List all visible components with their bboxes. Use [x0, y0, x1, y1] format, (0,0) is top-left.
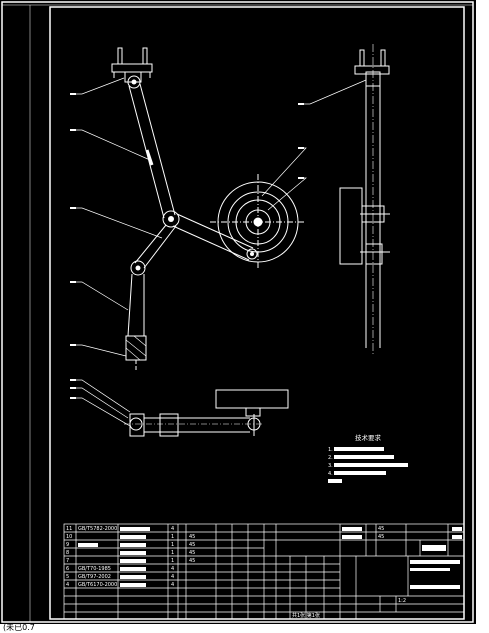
row-no: 11: [66, 526, 72, 532]
row-no: 6: [66, 566, 69, 572]
wheel-link: [172, 213, 254, 261]
row-no: 9: [66, 542, 69, 548]
elbow-joint: [162, 210, 180, 228]
row-material: 45: [189, 542, 195, 548]
bottom-view: [124, 389, 289, 437]
row-code: GB/T97-2002: [78, 574, 111, 580]
vertical-rod: [125, 273, 147, 372]
side-view: [339, 44, 390, 354]
top-mount-bracket: [111, 47, 153, 83]
row-material: 45: [189, 558, 195, 564]
row-no: 7: [66, 558, 69, 564]
row-qty: 1: [171, 558, 174, 564]
right-margin: [476, 0, 489, 631]
drive-wheel: [210, 174, 306, 270]
lower-arm: [134, 224, 177, 269]
row-qty: 1: [171, 542, 174, 548]
row-qty: 4: [171, 582, 174, 588]
row-code: GB/T5782-2000: [78, 526, 117, 532]
notes-title: 技术要求: [355, 433, 382, 442]
row-material: 45: [189, 534, 195, 540]
upper-arm: [128, 83, 176, 219]
material-2: 45: [378, 534, 384, 540]
note-line-2: 2.: [328, 455, 333, 461]
row-qty: 4: [171, 574, 174, 580]
row-no: 8: [66, 550, 69, 556]
pivot-joint-top: [127, 75, 141, 89]
drawing-sheet: 技术要求 1. 2. 3. 4.: [0, 0, 476, 624]
row-qty: 1: [171, 550, 174, 556]
outer-frame: [1, 1, 474, 623]
row-no: 5: [66, 574, 69, 580]
row-qty: 1: [171, 534, 174, 540]
wheel-pin: [246, 248, 258, 260]
status-caption: (未已0.7: [3, 623, 35, 632]
parts-list: 11 GB/T5782-2000 4 10 1 9 1 8 1 7 1 6 GB…: [66, 526, 195, 588]
row-no: 10: [66, 534, 72, 540]
cad-drawing: 技术要求 1. 2. 3. 4.: [1, 1, 474, 623]
sheet-count: 共1张 第1张: [292, 612, 320, 619]
balloon-marks: [70, 93, 304, 399]
illegible-cells: [78, 527, 462, 589]
row-code: GB/T6170-2000: [78, 582, 117, 588]
row-qty: 4: [171, 526, 174, 532]
leader-lines: [70, 77, 367, 427]
wrist-joint: [130, 260, 146, 276]
note-line-3: 3.: [328, 463, 333, 469]
scale-ratio: 1:2: [398, 598, 406, 604]
technical-notes: 技术要求 1. 2. 3. 4.: [328, 433, 408, 483]
material-1: 45: [378, 526, 384, 532]
row-qty: 4: [171, 566, 174, 572]
row-code: GB/T70-1985: [78, 566, 111, 572]
row-material: 45: [189, 550, 195, 556]
title-block: [63, 523, 465, 620]
row-no: 4: [66, 582, 69, 588]
note-line-1: 1.: [328, 447, 333, 453]
note-line-4: 4.: [328, 471, 333, 477]
